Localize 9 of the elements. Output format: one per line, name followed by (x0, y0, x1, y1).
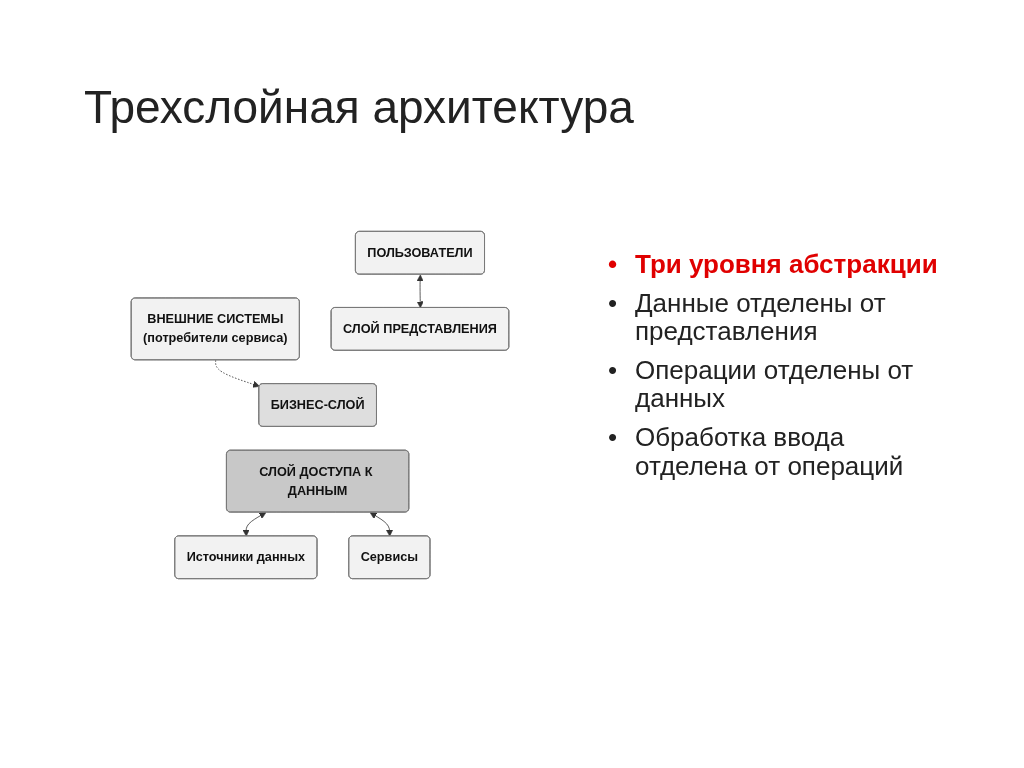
bullet-marker: • (608, 288, 619, 320)
bullet-text: Данные отделены от представления (635, 288, 887, 346)
bullet-marker: • (608, 250, 619, 279)
slide-title: Трехслойная архитектура (84, 80, 634, 134)
bullet-text: Операции отделены от данных (635, 355, 915, 413)
bullet-marker: • (608, 422, 619, 454)
bullet-text: Обработка ввода отделена от операций (635, 422, 905, 481)
bullet-marker: • (608, 355, 619, 387)
bullet-text: Три уровня абстракции (635, 250, 938, 279)
